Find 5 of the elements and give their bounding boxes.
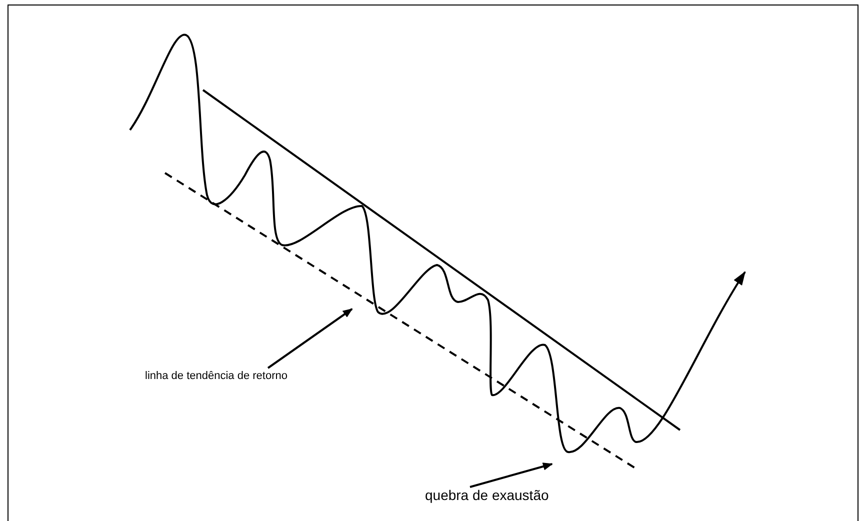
leader-arrow [470, 462, 553, 488]
price-curve [129, 34, 746, 453]
annotation-text: linha de tendência de retorno [145, 370, 288, 382]
leader-arrow [267, 308, 353, 369]
annotation-text: quebra de exaustão [425, 487, 549, 503]
